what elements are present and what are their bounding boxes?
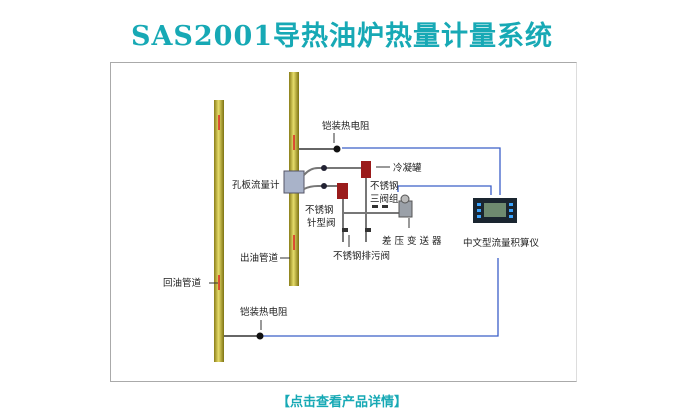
differential-pressure-transmitter: [398, 194, 413, 218]
label-rtd-top: 铠装热电阻: [322, 120, 370, 132]
condenser-2: [337, 183, 348, 199]
label-return-pipe: 回油管道: [163, 277, 202, 289]
label-drain-valve: 不锈钢排污阀: [333, 250, 390, 262]
drain-valves: [342, 228, 371, 232]
diagram-frame: [110, 62, 577, 382]
label-condenser: 冷凝罐: [393, 162, 422, 174]
label-three-valve: 三阀组: [370, 193, 399, 205]
label-rtd-bottom: 铠装热电阻: [240, 306, 288, 318]
leader-lines: [209, 166, 410, 284]
label-outlet-pipe: 出油管道: [240, 252, 279, 264]
orifice-flowmeter: [283, 170, 305, 194]
view-product-details-link[interactable]: 【点击查看产品详情】: [276, 395, 407, 410]
rtd-top: [299, 133, 341, 153]
condenser-1: [361, 161, 371, 178]
label-needle-valve: 针型阀: [307, 217, 336, 229]
signal-wires: [262, 147, 501, 337]
impulse-lines: [303, 167, 400, 242]
rtd-bottom: [224, 320, 264, 340]
label-stainless-2: 不锈钢: [305, 204, 334, 216]
label-transmitter: 差压变送器: [382, 235, 445, 247]
page-title: SAS2001导热油炉热量计量系统: [130, 21, 554, 52]
return-pipe: [214, 100, 224, 362]
label-stainless-1: 不锈钢: [370, 180, 399, 192]
flow-integrator-instrument: [473, 198, 517, 223]
label-orifice-flowmeter: 孔板流量计: [232, 179, 280, 191]
three-valve-manifold: [372, 205, 388, 208]
flow-arrows: [218, 115, 295, 290]
label-integrator: 中文型流量积算仪: [463, 237, 540, 249]
